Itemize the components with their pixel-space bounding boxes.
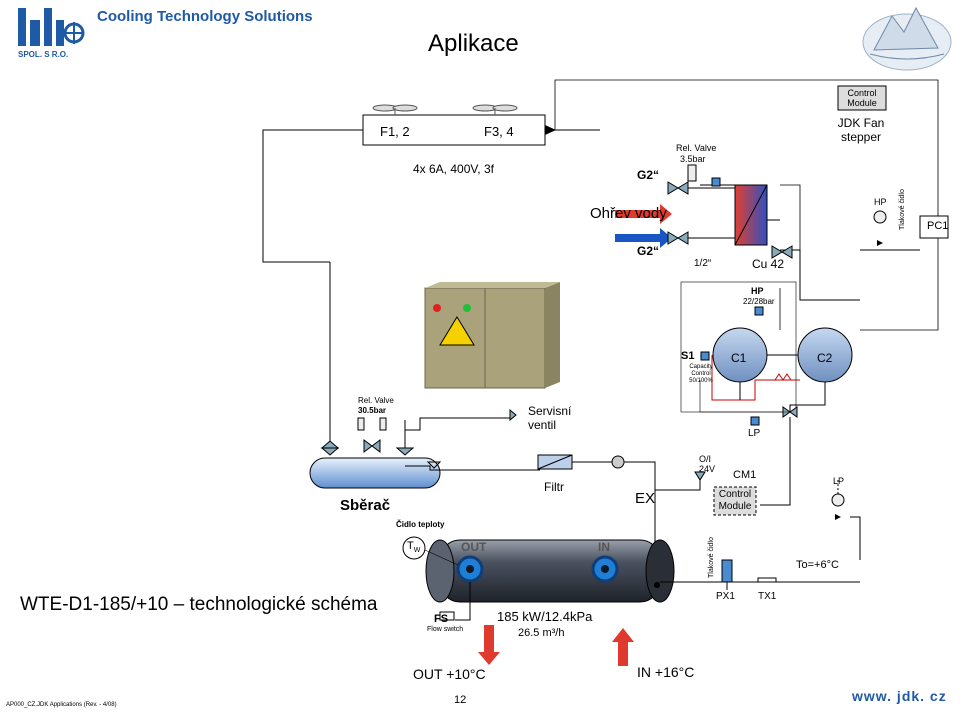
label-lp-right: LP [833, 476, 845, 486]
valve-icon [667, 181, 793, 259]
label-fan-stepper: JDK Fan stepper [837, 116, 885, 144]
label-flow: 26.5 m³/h [518, 627, 565, 639]
flow-switch [439, 611, 455, 621]
label-pc1: PC1 [927, 220, 949, 232]
label-evap-in: IN [598, 540, 610, 554]
pc1-box [919, 215, 949, 239]
label-cu42: Cu 42 [752, 257, 785, 271]
label-rel-valve-top: Rel. Valve [676, 143, 717, 153]
value-rel-valve-top: 3.5bar [680, 154, 706, 164]
label-flow-switch-desc: Flow switch [427, 626, 464, 633]
jdk-logo-icon [18, 8, 85, 46]
control-module-top-box [837, 85, 887, 111]
label-pressure-sensor-bottom: Tlakové čidlo [708, 537, 715, 578]
label-oi-24v: O/I 24V [699, 454, 716, 474]
label-fans-right: F3, 4 [484, 124, 514, 139]
label-hp-top: HP [874, 197, 887, 207]
label-tw: TW [407, 540, 421, 555]
label-lp-mid: LP [748, 428, 761, 439]
label-cm1: CM1 [733, 469, 757, 481]
page-title: Aplikace [428, 30, 519, 57]
company-tagline: Cooling Technology Solutions [97, 8, 313, 25]
iceberg-icon [862, 6, 952, 71]
label-hp-switch: HP [751, 286, 764, 296]
label-tx1: TX1 [758, 591, 777, 602]
label-filter: Filtr [544, 480, 564, 494]
warning-icon [439, 316, 475, 346]
fan-icon [372, 104, 518, 115]
pressure-sensor [721, 559, 733, 583]
label-evap-out: OUT [461, 540, 487, 554]
label-pressure-sensor-top: Tlakové čidlo [899, 189, 906, 230]
cold-water-arrow-icon [615, 228, 672, 248]
water-temp-sensor [402, 536, 426, 560]
label-condenser-power: 4x 6A, 400V, 3f [413, 162, 494, 176]
water-out-arrow-icon [478, 625, 500, 665]
label-fans-left: F1, 2 [380, 124, 410, 139]
schema-title: WTE-D1-185/+10 – technologické schéma [20, 594, 378, 615]
label-px1: PX1 [716, 591, 735, 602]
label-control-module-mid: Control Module [718, 489, 752, 512]
label-pipe-g2-bottom: G2“ [637, 244, 660, 258]
website-link[interactable]: www. jdk. cz [852, 688, 947, 704]
label-expansion-valve: EX [635, 490, 656, 507]
label-receiver: Sběrač [340, 497, 391, 514]
company-logo: SPOL. S R.O. [12, 4, 92, 62]
label-half-inch: 1/2“ [694, 258, 712, 269]
footer-doc-code: AP000_CZ.JDK Applications (Rev. - 4/08) [6, 702, 117, 708]
logo-subtext: SPOL. S R.O. [18, 50, 69, 59]
sight-glass-icon [611, 455, 625, 469]
label-compressor-c1: C1 [731, 351, 747, 365]
valve-icon [320, 408, 517, 456]
label-hot-water: Ohřev vody [590, 205, 667, 222]
water-in-arrow-icon [612, 628, 634, 666]
label-out-temp: OUT +10°C [413, 666, 486, 682]
label-temp-sensor: Čidlo teploty [396, 520, 445, 529]
label-compressor-c2: C2 [817, 351, 833, 365]
page-number: 12 [454, 694, 467, 706]
label-s1: S1 [681, 350, 695, 362]
condenser-box [362, 114, 546, 146]
label-in-temp: IN +16°C [637, 664, 695, 680]
label-s1-desc: Capacity Control 50/100% [689, 364, 713, 384]
label-capacity: 185 kW/12.4kPa [497, 609, 593, 624]
hot-water-arrow-icon [615, 204, 672, 224]
pressure-gauge-icon [831, 493, 845, 507]
label-to-temp: To=+6°C [796, 559, 839, 571]
value-rel-valve-left: 30.5bar [358, 406, 387, 415]
label-service-valve: Servisní ventil [528, 404, 572, 432]
label-flow-switch: FS [434, 613, 449, 625]
value-hp-switch: 22/28bar [743, 297, 775, 306]
pressure-gauge-icon [873, 210, 887, 224]
iceberg-logo [860, 2, 954, 72]
label-rel-valve-left: Rel. Valve [358, 396, 394, 405]
control-module-mid-box [713, 486, 757, 516]
label-pipe-g2-top: G2“ [637, 168, 660, 182]
label-control-module-top: Control Module [847, 88, 877, 108]
receiver-tank [309, 457, 441, 489]
